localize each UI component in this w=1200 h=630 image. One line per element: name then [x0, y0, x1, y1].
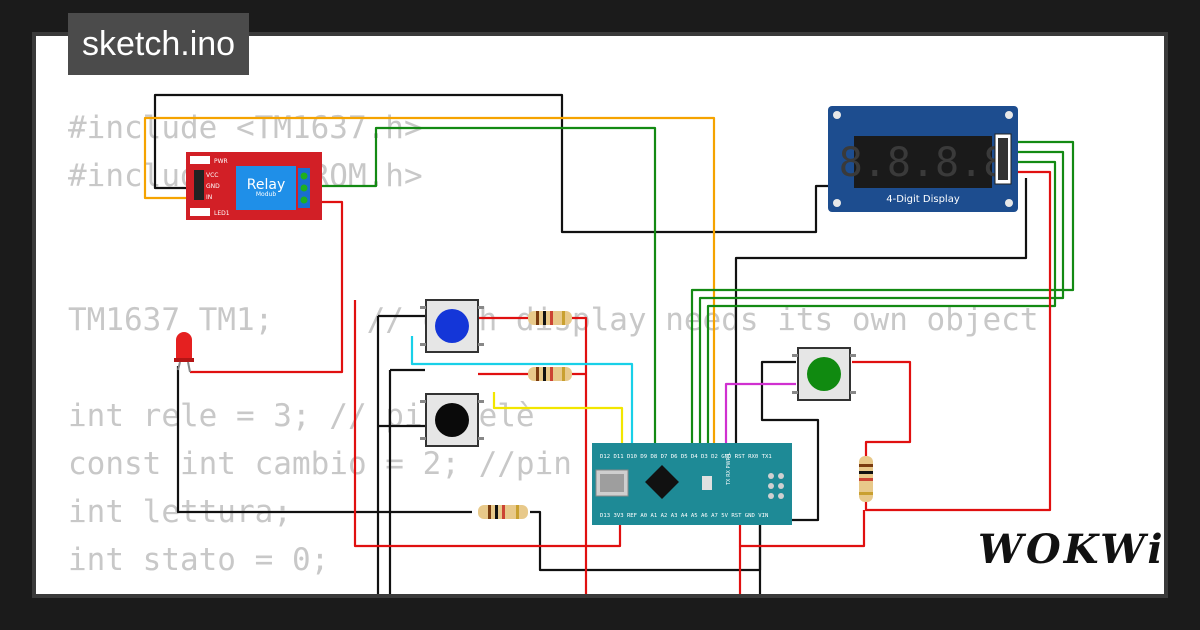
code-line: const int cambio = 2; //pin [68, 446, 572, 482]
relay-subtitle: Modub [256, 191, 276, 198]
black-pushbutton[interactable] [420, 393, 484, 447]
sketch-title-tab[interactable]: sketch.ino [68, 13, 250, 75]
nano-side-labels: TX RX PWR L [726, 452, 732, 486]
wires-yellow [492, 392, 624, 452]
relay-pin-gnd: GND [206, 183, 220, 190]
relay-module[interactable]: PWR LED1 VCC GND IN Relay Modub [186, 152, 322, 220]
code-line: int stato1 = 0; [68, 584, 1039, 594]
relay-title: Relay [247, 177, 285, 193]
wires-black [153, 93, 1028, 594]
four-digit-display[interactable]: 8.8.8.8 4-Digit Display [828, 106, 1018, 212]
code-background: #include <TM1637.h>#include <EEPROM.h>TM… [68, 104, 1039, 594]
resistor[interactable] [859, 456, 873, 502]
blue-pushbutton[interactable] [420, 299, 484, 353]
green-pushbutton[interactable] [792, 347, 856, 401]
resistor[interactable] [528, 311, 572, 325]
relay-pin-vcc: VCC [206, 172, 218, 179]
code-line: int stato = 0; [68, 542, 330, 578]
relay-pin-in: IN [206, 194, 212, 201]
relay-pwr-label: PWR [214, 158, 228, 165]
wires-red [190, 170, 1052, 594]
wires-cyan [410, 336, 634, 452]
resistor[interactable] [528, 367, 572, 381]
arduino-nano[interactable]: D12 D11 D10 D9 D8 D7 D6 D5 D4 D3 D2 GND … [592, 443, 792, 525]
red-led[interactable] [174, 332, 194, 373]
display-digits: 8.8.8.8 [839, 140, 1008, 186]
wokwi-logo: WOKWi [978, 526, 1166, 573]
nano-top-pins: D12 D11 D10 D9 D8 D7 D6 D5 D4 D3 D2 GND … [600, 454, 772, 460]
display-label: 4-Digit Display [886, 194, 960, 205]
wires-orange [143, 116, 716, 452]
wires-green [322, 126, 1075, 452]
resistor[interactable] [478, 505, 528, 519]
nano-bottom-pins: D13 3V3 REF A0 A1 A2 A3 A4 A5 A6 A7 5V R… [600, 513, 768, 519]
wires-magenta [724, 382, 796, 452]
relay-led-label: LED1 [214, 210, 230, 217]
